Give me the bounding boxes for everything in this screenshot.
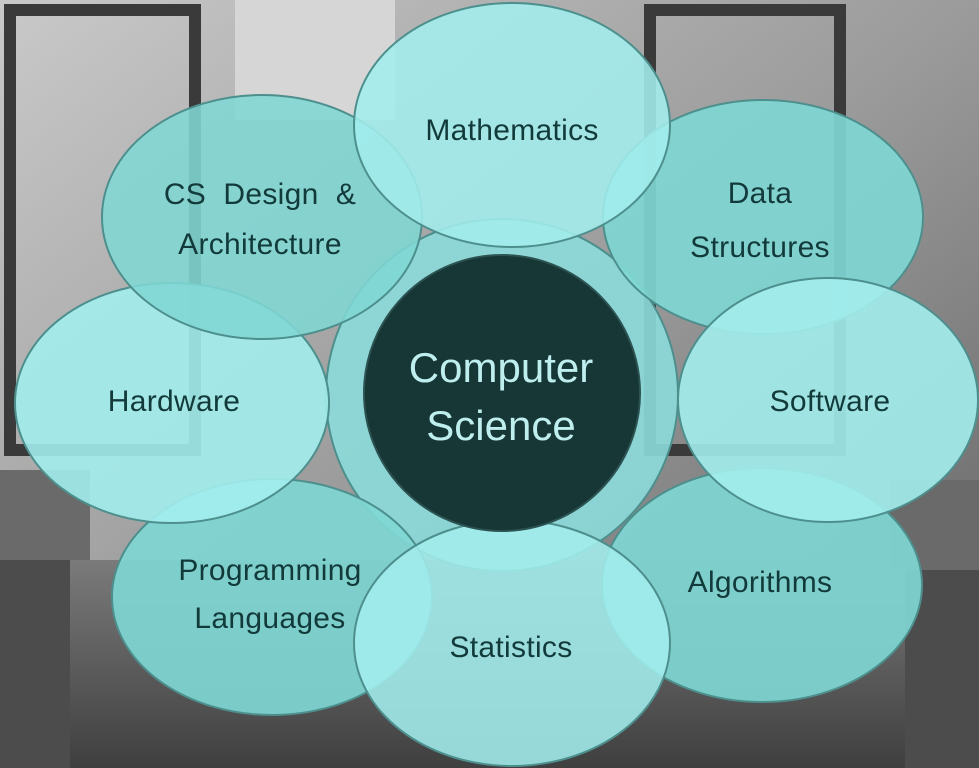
label-algorithms: Algorithms [688, 566, 833, 599]
label-statistics: Statistics [449, 631, 572, 664]
label-data-structures-line-1: Data [728, 177, 793, 210]
label-hardware: Hardware [108, 385, 240, 418]
center-circle [363, 254, 641, 532]
label-programming-languages-line-1: Programming [178, 554, 361, 587]
label-data-structures-line-2: Structures [690, 231, 830, 264]
label-software: Software [770, 385, 891, 418]
label-programming-languages-line-2: Languages [194, 602, 345, 635]
label-mathematics: Mathematics [425, 114, 598, 147]
center-label-line-1: Computer [409, 344, 593, 391]
label-cs-design-architecture-line-1: CS Design & [164, 178, 356, 211]
center-label-line-2: Science [426, 402, 575, 449]
petal-mathematics [353, 2, 671, 248]
petal-software [677, 277, 979, 523]
label-cs-design-architecture-line-2: Architecture [178, 228, 342, 261]
